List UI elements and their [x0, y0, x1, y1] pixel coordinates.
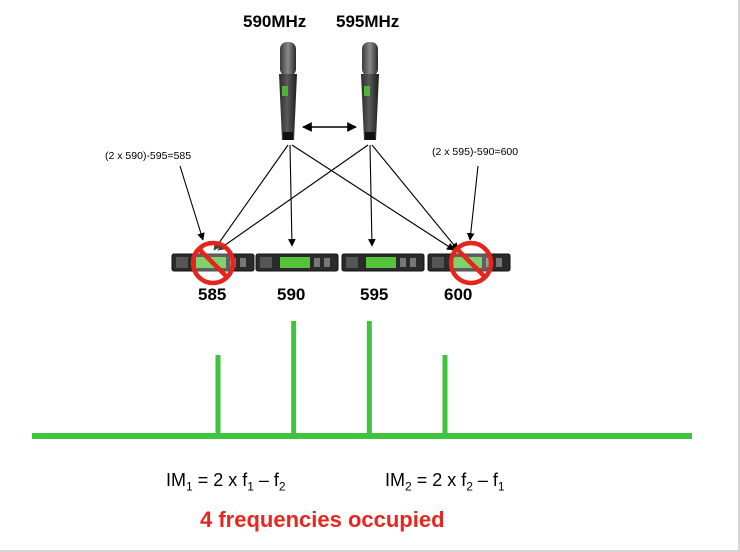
formula-im1-mid: – f: [253, 470, 279, 490]
transmitter-freq-label-595: 595MHz: [336, 12, 400, 31]
formula-im2-index: 2: [405, 479, 412, 494]
transmitter-freq-label-590: 590MHz: [243, 12, 307, 31]
headline-frequencies-occupied: 4 frequencies occupied: [200, 507, 445, 532]
channel-label-600: 600: [444, 285, 473, 304]
formula-im2-sub-b: 1: [497, 479, 505, 494]
spectrum-plot: [32, 321, 692, 439]
formula-im1-index: 1: [186, 479, 193, 494]
formula-im1: IM1 = 2 x f1 – f2: [166, 470, 286, 494]
handheld-microphone-icon: [279, 42, 297, 140]
prohibited-icon: [190, 240, 236, 286]
rack-receiver-icon: [341, 253, 425, 272]
channel-label-590: 590: [277, 285, 306, 304]
rack-receiver-icon: [255, 253, 339, 272]
transmitter-mic-595: [361, 42, 379, 140]
formula-im2-mid: – f: [472, 470, 498, 490]
formula-im2-sub-a: 2: [466, 479, 473, 494]
formula-im1-sub-b: 2: [278, 479, 286, 494]
intermod-annotation-right: (2 x 595)-590=600: [432, 146, 519, 158]
receiver-595: [341, 253, 425, 272]
channel-label-595: 595: [360, 285, 389, 304]
transmitter-mic-590: [279, 42, 297, 140]
prohibited-icon: [448, 240, 494, 286]
formula-im1-sub-a: 1: [247, 479, 254, 494]
channel-label-585: 585: [198, 285, 227, 304]
intermod-annotation-left: (2 x 590)-595=585: [105, 150, 192, 162]
formula-im2-body: = 2 x f: [411, 470, 467, 490]
handheld-microphone-icon: [361, 42, 379, 140]
formula-im2: IM2 = 2 x f2 – f1: [385, 470, 505, 494]
formula-im1-prefix: IM: [166, 470, 186, 490]
receiver-590: [255, 253, 339, 272]
signal-arrows: [179, 144, 479, 251]
formula-im2-prefix: IM: [385, 470, 405, 490]
formula-im1-body: = 2 x f: [192, 470, 248, 490]
